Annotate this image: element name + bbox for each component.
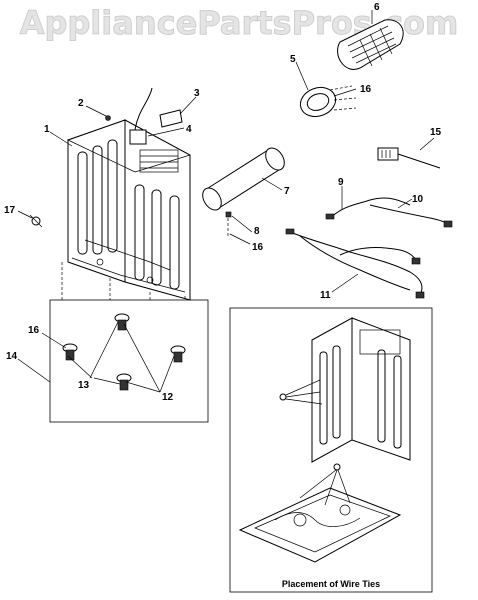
screw-part — [105, 115, 111, 121]
callout-11: 11 — [320, 290, 331, 301]
wire-harness-9 — [325, 197, 411, 220]
callout-labels: 1 2 3 4 5 6 7 8 9 10 11 12 13 14 15 16 1… — [4, 2, 442, 403]
clip-part — [29, 214, 43, 228]
cabinet-part — [67, 119, 191, 301]
terminal-block-part — [129, 87, 183, 145]
callout-14: 14 — [6, 351, 18, 362]
callout-16: 16 — [360, 84, 372, 95]
callout-13: 13 — [78, 380, 90, 391]
inset-caption: Placement of Wire Ties — [282, 579, 380, 589]
callout-2: 2 — [78, 98, 84, 109]
sensor-harness-part — [377, 147, 441, 169]
callout-16: 16 — [28, 325, 40, 336]
lint-filter-part — [337, 19, 404, 70]
callout-10: 10 — [412, 194, 424, 205]
leg-foot — [170, 345, 186, 363]
leader-lines — [17, 10, 435, 383]
exhaust-duct-part — [202, 147, 285, 211]
callout-9: 9 — [338, 177, 344, 188]
callout-7: 7 — [284, 186, 290, 197]
leg-foot — [114, 313, 130, 331]
leg-foot — [62, 343, 78, 361]
wire-harness-10 — [369, 204, 453, 228]
callout-5: 5 — [290, 54, 296, 65]
duct-screw-part — [225, 211, 232, 236]
callout-1: 1 — [44, 124, 50, 135]
callout-15: 15 — [430, 127, 442, 138]
callout-4: 4 — [186, 124, 192, 135]
leg-foot — [116, 373, 132, 391]
callout-16: 16 — [252, 242, 264, 253]
wire-ties-inset — [229, 307, 433, 593]
filter-housing-part — [299, 85, 357, 118]
callout-8: 8 — [254, 226, 260, 237]
main-wire-harness-11 — [285, 228, 425, 299]
leveling-legs-box — [49, 262, 209, 423]
callout-6: 6 — [374, 2, 380, 13]
callout-3: 3 — [194, 88, 200, 99]
callout-17: 17 — [4, 205, 16, 216]
callout-12: 12 — [162, 392, 174, 403]
